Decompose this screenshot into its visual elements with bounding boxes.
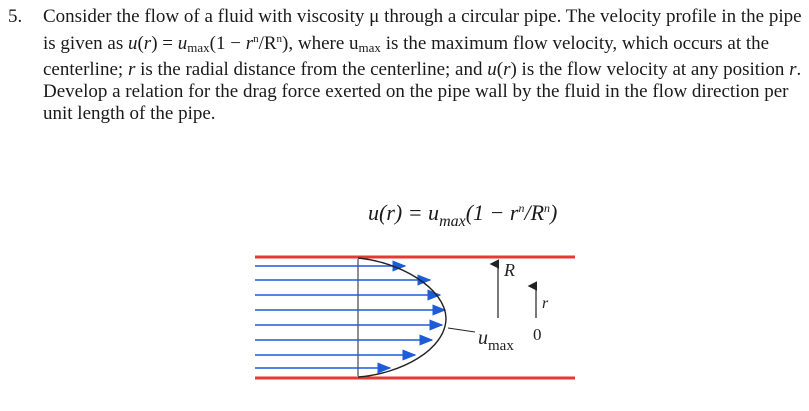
pipe-flow-figure: u(r) = umax(1 − rn/Rn) R bbox=[250, 200, 580, 400]
origin-zero-label: 0 bbox=[533, 325, 542, 344]
radius-R-label: R bbox=[503, 260, 515, 280]
pipe-diagram: R r 0 umax bbox=[255, 255, 575, 380]
umax-leader bbox=[447, 327, 476, 333]
velocity-profile-curve bbox=[357, 257, 447, 378]
velocity-profile-formula: u(r) = umax(1 − rn/Rn) bbox=[368, 200, 558, 230]
problem-number: 5. bbox=[8, 6, 23, 27]
problem-statement: Consider the flow of a fluid with viscos… bbox=[43, 6, 802, 124]
radial-r-label: r bbox=[542, 295, 549, 312]
umax-label: umax bbox=[478, 327, 514, 354]
